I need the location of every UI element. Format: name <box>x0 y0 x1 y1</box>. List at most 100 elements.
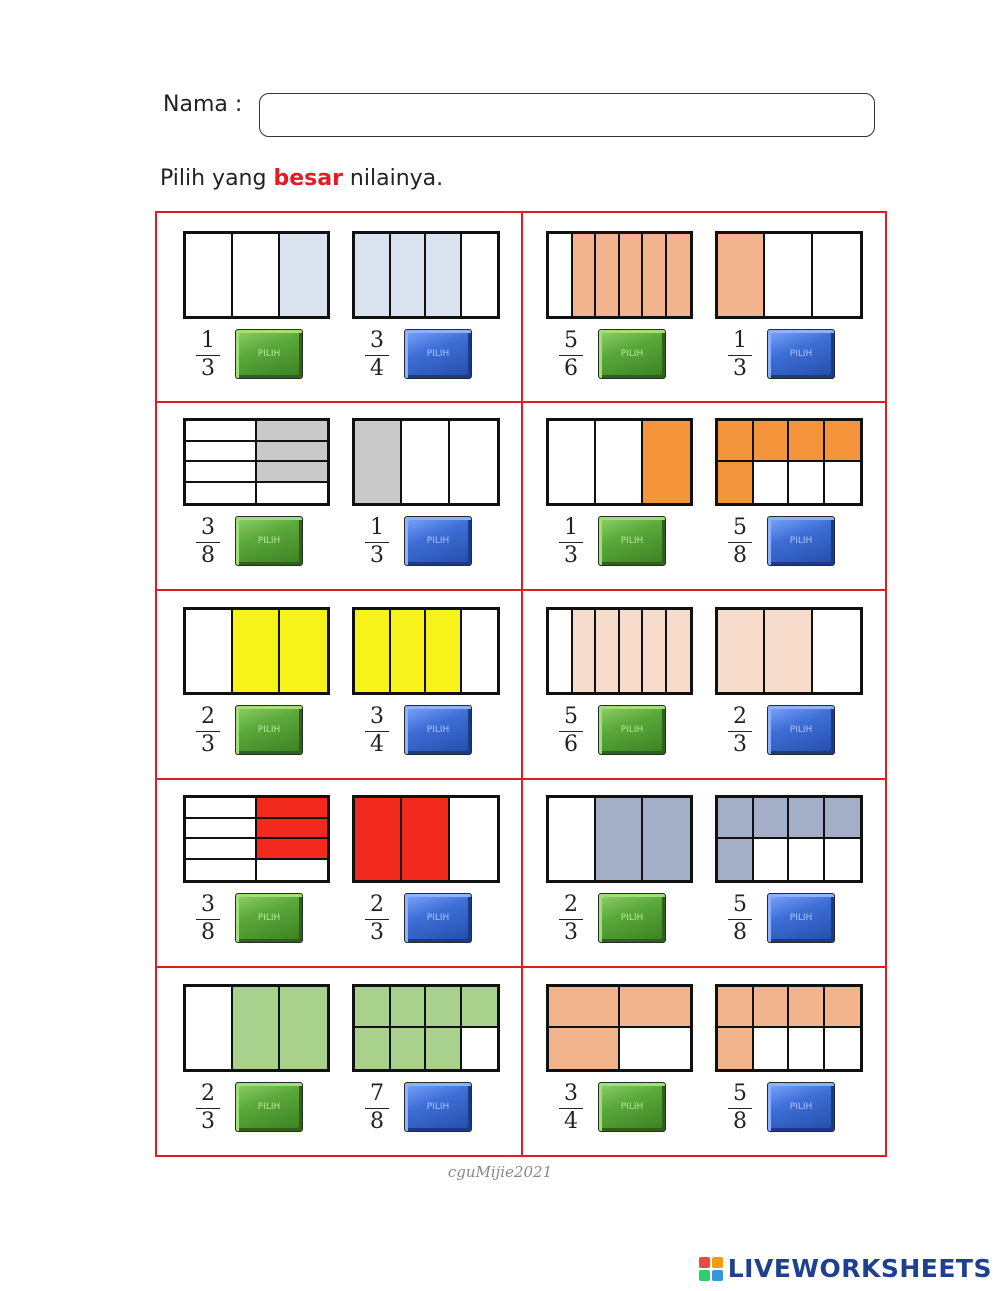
fraction-bar-part <box>596 234 620 316</box>
pilih-button-left[interactable]: PILIH <box>235 516 303 566</box>
pilih-button-right[interactable]: PILIH <box>767 705 835 755</box>
pilih-button-left[interactable]: PILIH <box>598 705 666 755</box>
pilih-button-left[interactable]: PILIH <box>235 329 303 379</box>
fraction-bar <box>183 795 330 883</box>
pilih-button-right[interactable]: PILIH <box>767 893 835 943</box>
fraction-denominator: 3 <box>559 542 583 568</box>
fraction-bar <box>183 984 330 1072</box>
fraction-numerator: 5 <box>733 1081 747 1106</box>
fraction-bar-part <box>813 234 860 316</box>
fraction-bar-part <box>280 234 327 316</box>
fraction-numerator: 1 <box>564 515 578 540</box>
fraction-bar-part <box>549 987 620 1028</box>
fraction-bar <box>715 795 863 883</box>
pilih-button-right[interactable]: PILIH <box>404 516 472 566</box>
fraction-numerator: 5 <box>733 892 747 917</box>
grid-row-divider <box>155 778 887 780</box>
pilih-button-right[interactable]: PILIH <box>404 1082 472 1132</box>
fraction-bar-part <box>572 234 596 316</box>
logo-square <box>698 1256 710 1268</box>
fraction-bar-part <box>754 462 789 503</box>
fraction-denominator: 8 <box>365 1108 389 1134</box>
pilih-button-left[interactable]: PILIH <box>235 705 303 755</box>
instruction-text-before: Pilih yang <box>160 166 274 191</box>
fraction-bar-part <box>572 610 596 692</box>
pilih-button-left[interactable]: PILIH <box>235 893 303 943</box>
fraction-bar <box>352 231 500 319</box>
fraction-bar-part <box>462 610 498 692</box>
fraction-bar-part <box>718 839 754 880</box>
name-input[interactable] <box>259 93 875 137</box>
fraction-numerator: 3 <box>564 1081 578 1106</box>
fraction-bar <box>546 607 693 695</box>
fraction-bar-part <box>450 798 497 880</box>
fraction-bar-part <box>789 1028 825 1069</box>
fraction-bar-part <box>718 462 754 503</box>
fraction-numerator: 1 <box>733 328 747 353</box>
fraction-bar-part <box>256 839 327 860</box>
pilih-button-right[interactable]: PILIH <box>767 516 835 566</box>
fraction-bar-part <box>186 818 257 839</box>
fraction-bar-part <box>390 234 426 316</box>
fraction-bar <box>546 418 693 506</box>
pilih-button-right[interactable]: PILIH <box>404 705 472 755</box>
fraction-bar-part <box>619 610 643 692</box>
fraction-numerator: 2 <box>564 892 578 917</box>
fraction-denominator: 3 <box>196 1108 220 1134</box>
fraction-bar-part <box>718 987 754 1028</box>
fraction-bar-part <box>461 987 497 1028</box>
fraction-bar-part <box>186 482 257 503</box>
pilih-button-right[interactable]: PILIH <box>767 1082 835 1132</box>
fraction-bar-part <box>426 987 462 1028</box>
pilih-button-left[interactable]: PILIH <box>598 1082 666 1132</box>
grid-row-divider <box>155 589 887 591</box>
pilih-button-right[interactable]: PILIH <box>767 329 835 379</box>
fraction-bar-part <box>643 610 667 692</box>
fraction-bar-part <box>789 798 825 839</box>
fraction-bar-part <box>233 987 280 1069</box>
fraction-bar <box>546 231 693 319</box>
pilih-button-right[interactable]: PILIH <box>404 329 472 379</box>
fraction-bar-part <box>186 859 257 880</box>
liveworksheets-brand: LIVEWORKSHEETS <box>698 1254 992 1283</box>
fraction-bar-part <box>765 234 813 316</box>
fraction-numerator: 1 <box>370 515 384 540</box>
fraction-bar-part <box>186 798 257 819</box>
fraction-bar <box>183 418 330 506</box>
fraction-numerator: 1 <box>201 328 215 353</box>
fraction-denominator: 6 <box>559 355 583 381</box>
pilih-button-left[interactable]: PILIH <box>598 516 666 566</box>
fraction-bar-part <box>450 421 497 503</box>
fraction-bar <box>352 607 500 695</box>
credit-text: cguMijie2021 <box>447 1163 553 1181</box>
fraction-bar-part <box>256 441 327 462</box>
fraction-bar-part <box>718 798 754 839</box>
pilih-button-right[interactable]: PILIH <box>404 893 472 943</box>
fraction-numerator: 2 <box>370 892 384 917</box>
logo-square <box>711 1269 723 1281</box>
fraction-bar-part <box>824 987 860 1028</box>
fraction-bar <box>715 984 863 1072</box>
fraction-denominator: 3 <box>728 355 752 381</box>
pilih-button-left[interactable]: PILIH <box>598 329 666 379</box>
fraction-bar <box>352 795 500 883</box>
fraction-bar-part <box>753 798 789 839</box>
fraction-denominator: 3 <box>559 919 583 945</box>
fraction-bar-part <box>186 987 233 1069</box>
fraction-bar-part <box>596 610 620 692</box>
fraction-bar <box>715 607 863 695</box>
fraction-bar-part <box>355 234 391 316</box>
fraction-numerator: 2 <box>733 704 747 729</box>
fraction-bar-part <box>256 798 327 819</box>
pilih-button-left[interactable]: PILIH <box>598 893 666 943</box>
logo-square <box>698 1269 710 1281</box>
pilih-button-left[interactable]: PILIH <box>235 1082 303 1132</box>
